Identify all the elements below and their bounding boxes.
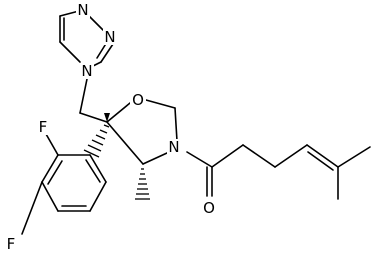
- methyl-hashed-wedge: [135, 168, 150, 200]
- bond: [186, 151, 213, 168]
- bond: [79, 78, 88, 114]
- label-background: [76, 2, 90, 18]
- label-background: [103, 29, 117, 45]
- bond: [100, 43, 114, 63]
- ring-nitrogen-label: N: [168, 138, 179, 156]
- wedge-hash: [99, 129, 108, 134]
- label-background: [80, 63, 94, 79]
- atom-labels: N N N O N O F F: [4, 1, 217, 253]
- bond: [45, 133, 59, 156]
- bond: [337, 146, 371, 168]
- label-background: [167, 139, 181, 155]
- bond: [242, 144, 276, 168]
- label-background: [130, 92, 146, 108]
- difluorophenyl-ring: [21, 133, 107, 235]
- ring-oxygen-label: O: [132, 91, 144, 109]
- bond: [306, 144, 339, 168]
- carbonyl-oxygen-label: O: [203, 199, 215, 217]
- wedge-hash: [95, 134, 106, 140]
- fluorine-ortho-label: F: [39, 118, 48, 136]
- bond: [211, 144, 244, 168]
- triazole-n-right-label: N: [104, 28, 115, 46]
- bond: [59, 10, 80, 17]
- fluorine-para-label: F: [7, 235, 16, 253]
- bond: [41, 154, 59, 183]
- bond: [145, 99, 176, 109]
- bond: [47, 160, 63, 185]
- triazole-n-top-label: N: [77, 1, 88, 19]
- bond: [41, 181, 59, 212]
- wedge-hash: [103, 124, 110, 128]
- label-background: [37, 119, 50, 135]
- bond: [106, 102, 131, 123]
- bond: [92, 61, 102, 67]
- wedge-hash: [91, 139, 104, 146]
- oxazolidine-ring: [106, 99, 178, 165]
- bond: [59, 41, 81, 63]
- bond: [79, 112, 108, 123]
- bond: [142, 152, 168, 165]
- bond: [89, 154, 107, 183]
- wedge-hash: [83, 149, 100, 158]
- bond: [85, 159, 101, 183]
- wedge-hash: [87, 144, 102, 152]
- bond: [21, 181, 43, 235]
- bond: [274, 144, 308, 168]
- bond: [89, 181, 107, 212]
- label-background: [4, 236, 17, 252]
- bond: [174, 107, 178, 142]
- label-background: [201, 200, 217, 216]
- acyl-side-chain: [186, 144, 371, 200]
- methylene-linker: [79, 78, 108, 123]
- bond: [307, 151, 334, 171]
- ch2-bold-wedge: [104, 113, 110, 122]
- aryl-hashed-wedge: [83, 124, 110, 158]
- bond: [106, 121, 144, 165]
- triazole-n-attached-label: N: [81, 62, 92, 80]
